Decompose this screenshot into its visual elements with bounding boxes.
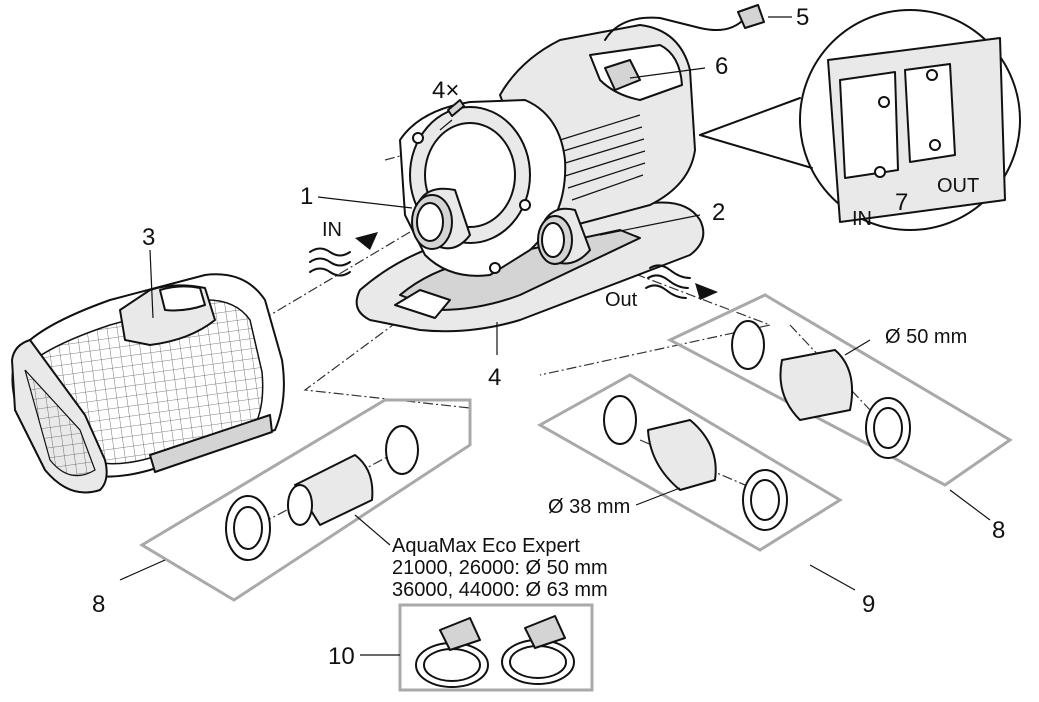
detail-in-label: IN [852, 208, 872, 230]
labels: 1 2 3 4 4× 5 6 7 8 8 9 10 IN Out IN OUT … [92, 4, 1005, 670]
filter-basket [11, 273, 285, 494]
callout-4: 4 [488, 364, 501, 391]
pump-unit [355, 4, 765, 333]
callout-3: 3 [142, 224, 155, 251]
detail-out-label: OUT [937, 175, 979, 197]
diameter-50-label: Ø 50 mm [885, 326, 967, 348]
callout-8-right: 8 [992, 517, 1005, 544]
callout-9: 9 [862, 591, 875, 618]
callout-7: 7 [895, 189, 908, 216]
callout-6: 6 [715, 53, 728, 80]
callout-5: 5 [796, 4, 809, 31]
diameter-38-label: Ø 38 mm [548, 496, 630, 518]
flow-arrows [309, 232, 718, 300]
hose-adapter-tray-left [139, 398, 472, 602]
callout-1: 1 [300, 183, 313, 210]
callout-8-left: 8 [92, 591, 105, 618]
callout-10: 10 [328, 643, 355, 670]
product-name: AquaMax Eco Expert [392, 535, 580, 557]
size-line-1: 21000, 26000: Ø 50 mm [392, 557, 608, 579]
hose-adapter-tray-right [666, 293, 1013, 487]
callout-2: 2 [712, 199, 725, 226]
leader-lines [119, 16, 991, 656]
control-detail-circle [699, 9, 1021, 231]
size-line-2: 36000, 44000: Ø 63 mm [392, 579, 608, 601]
callout-4x: 4× [432, 77, 459, 104]
hose-clamps-box [398, 603, 594, 692]
out-label: Out [605, 289, 638, 311]
in-label: IN [322, 219, 342, 241]
hose-adapter-tray-middle [536, 373, 843, 552]
